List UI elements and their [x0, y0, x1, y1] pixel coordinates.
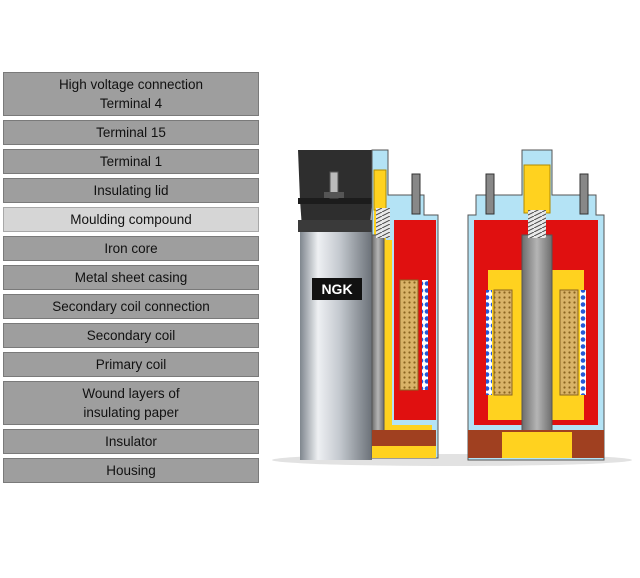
btn-iron-core[interactable]: Iron core	[3, 236, 259, 261]
btn-high-voltage-connection[interactable]: High voltage connection Terminal 4	[3, 72, 259, 116]
btn-terminal-1[interactable]: Terminal 1	[3, 149, 259, 174]
btn-label: Primary coil	[95, 357, 167, 372]
btn-insulator[interactable]: Insulator	[3, 429, 259, 454]
btn-metal-sheet-casing[interactable]: Metal sheet casing	[3, 265, 259, 290]
btn-label: Secondary coil connection	[52, 299, 210, 314]
part-button-list: High voltage connection Terminal 4 Termi…	[3, 72, 259, 487]
ignition-coil-diagram: NGK	[272, 149, 632, 466]
btn-label: Iron core	[104, 241, 158, 256]
btn-secondary-coil-connection[interactable]: Secondary coil connection	[3, 294, 259, 319]
btn-label: Terminal 1	[99, 154, 163, 169]
ngk-logo	[312, 278, 362, 300]
btn-label: Insulator	[105, 434, 157, 449]
btn-label-line2: insulating paper	[83, 405, 179, 420]
left-coil: NGK	[298, 149, 439, 460]
btn-primary-coil[interactable]: Primary coil	[3, 352, 259, 377]
btn-label-line1: High voltage connection	[58, 77, 204, 92]
btn-label: Terminal 15	[96, 125, 166, 140]
btn-label-line1: Wound layers of	[82, 386, 180, 401]
btn-label: Moulding compound	[70, 212, 192, 227]
btn-label: Housing	[106, 463, 156, 478]
btn-moulding-compound[interactable]: Moulding compound	[3, 207, 259, 232]
btn-wound-layers-insulating-paper[interactable]: Wound layers of insulating paper	[3, 381, 259, 425]
btn-terminal-15[interactable]: Terminal 15	[3, 120, 259, 145]
left-section	[371, 149, 439, 459]
btn-label: Insulating lid	[93, 183, 169, 198]
metal-sheet-casing-exterior	[300, 230, 372, 460]
btn-secondary-coil[interactable]: Secondary coil	[3, 323, 259, 348]
right-coil	[467, 149, 605, 461]
btn-label: Metal sheet casing	[74, 270, 188, 285]
btn-housing[interactable]: Housing	[3, 458, 259, 483]
btn-insulating-lid[interactable]: Insulating lid	[3, 178, 259, 203]
btn-label: Secondary coil	[86, 328, 176, 343]
ngk-logo-text: NGK	[321, 281, 352, 297]
btn-label-line2: Terminal 4	[99, 96, 163, 111]
